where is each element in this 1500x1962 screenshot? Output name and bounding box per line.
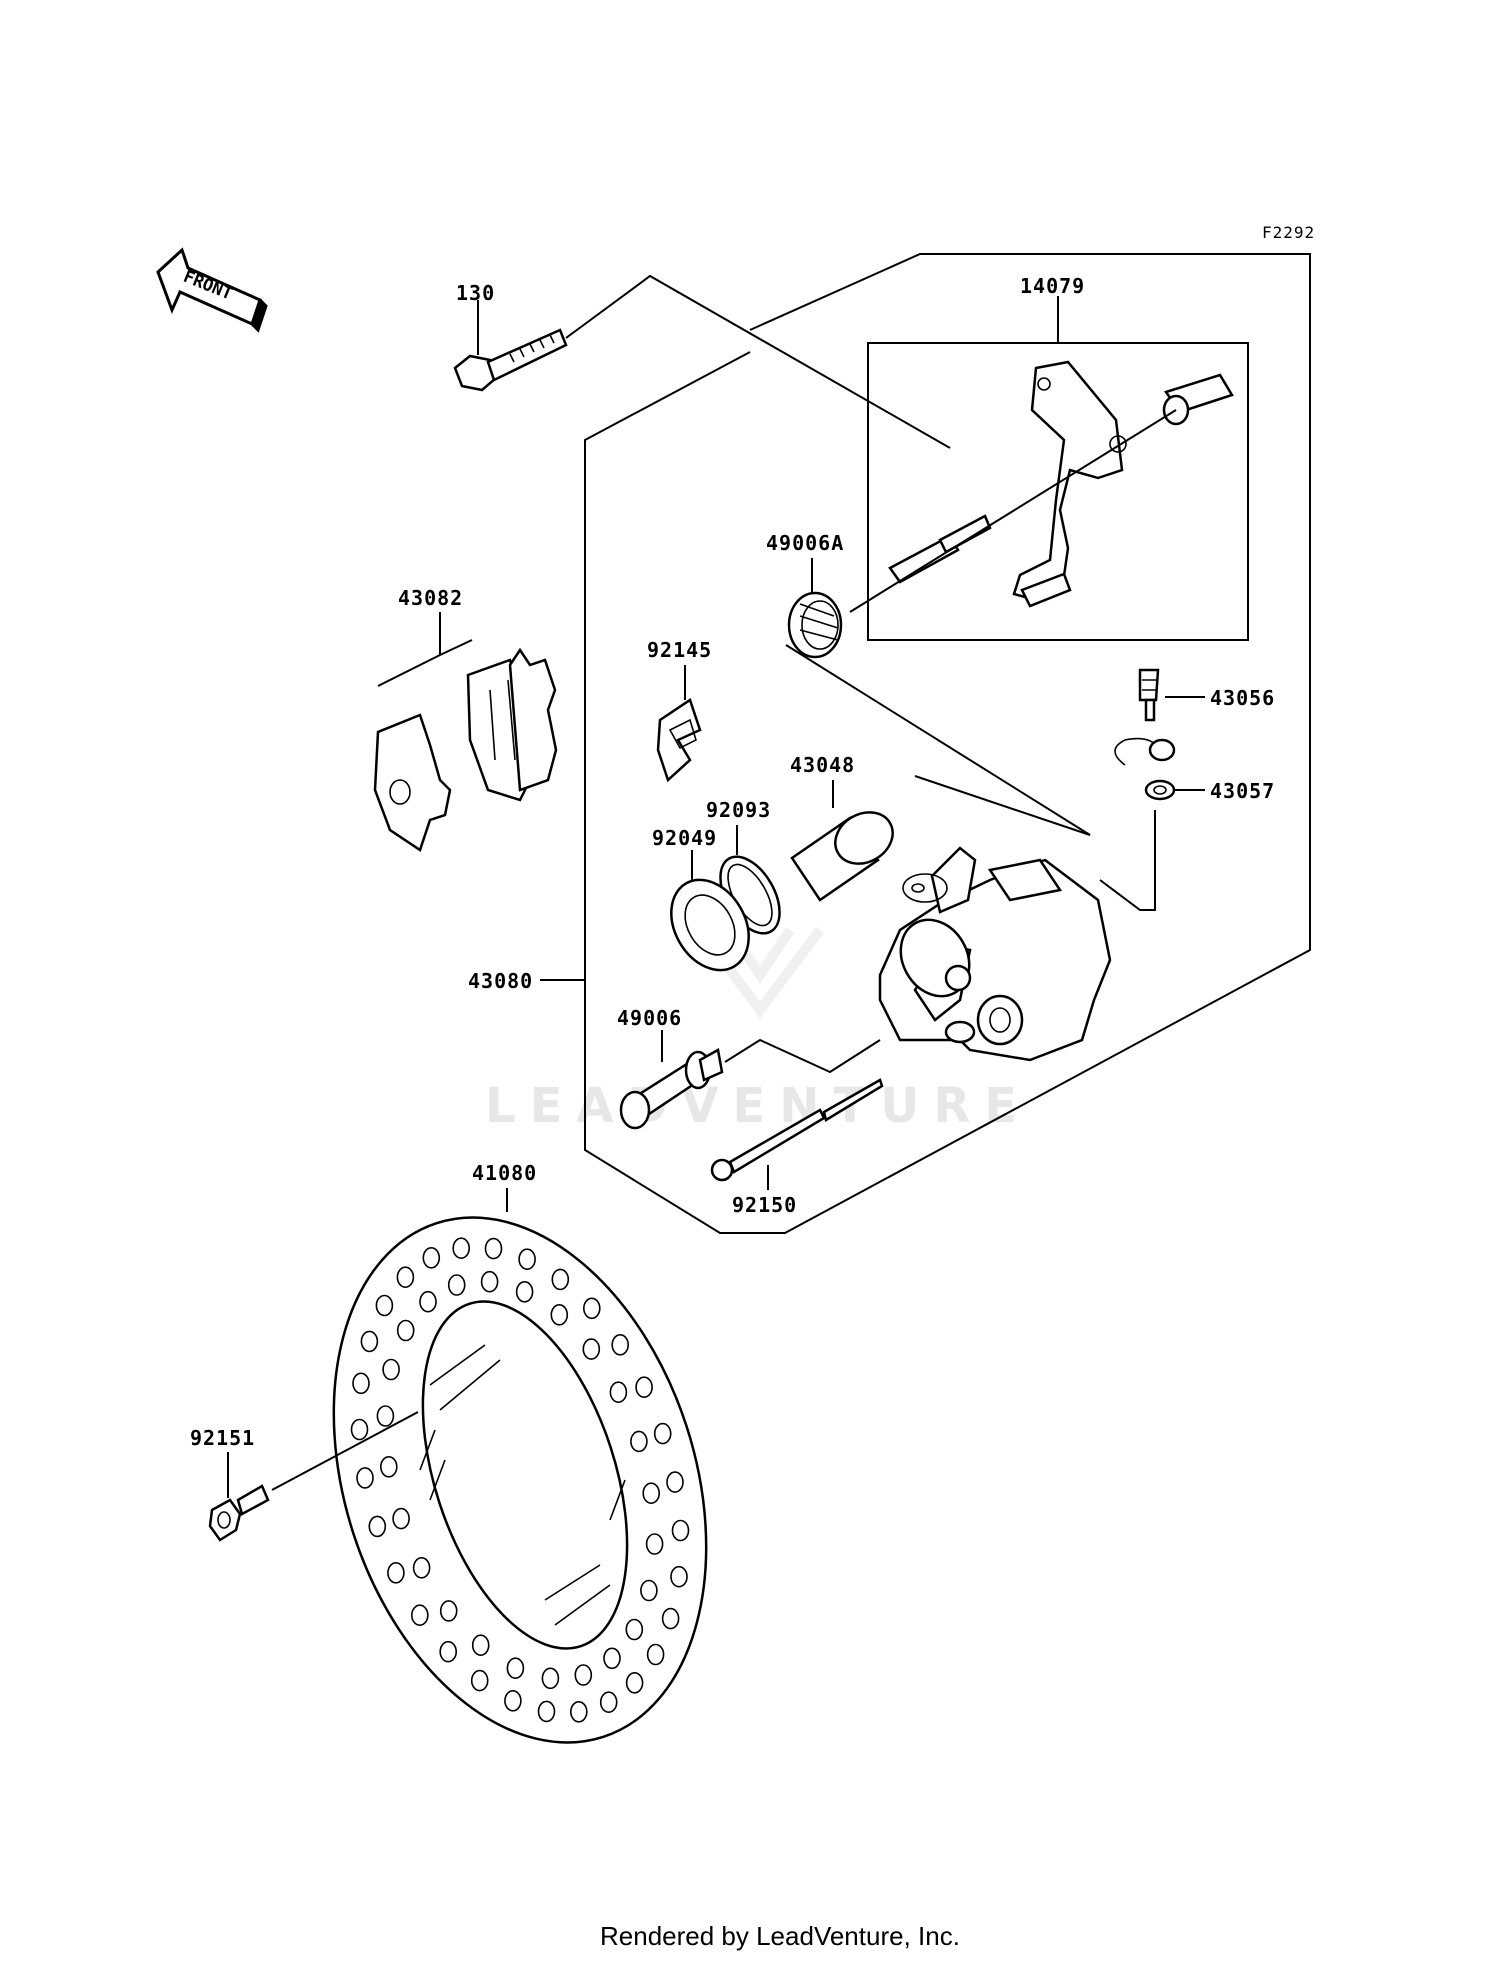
disc-hole [541,1667,560,1690]
disc-hole [582,1338,601,1360]
footer-credit: Rendered by LeadVenture, Inc. [600,1921,960,1951]
disc-hole [506,1657,525,1679]
disc-hole [625,1618,644,1641]
boot-49006A [787,558,843,659]
disc-hole [611,1334,630,1356]
disc-hole [630,1430,648,1453]
pin-92150 [710,1078,884,1190]
disc-hole [410,1604,429,1626]
disc-hole [471,1634,490,1656]
disc-hole [376,1405,395,1427]
disc-hole [360,1330,379,1353]
disc-hole [569,1701,588,1723]
disc-hole [653,1422,672,1445]
disc-hole [645,1533,664,1555]
disc-hole [609,1381,628,1403]
disc-hole [447,1274,466,1296]
caliper-bracket [888,360,1234,608]
disc-hole [625,1672,644,1694]
label-41080: 41080 [472,1161,537,1185]
bolt-130 [453,300,568,392]
label-92145: 92145 [647,638,712,662]
seal-92049 [670,850,750,972]
label-14079: 14079 [1020,274,1085,298]
disc-hole [412,1557,431,1579]
disc-hole [439,1640,458,1663]
disc-hole [375,1294,394,1317]
label-130: 130 [456,281,495,305]
bleeder-43056 [1138,668,1205,722]
bolt-92151 [208,1452,270,1542]
disc-hole [537,1700,556,1723]
disc-hole [550,1304,569,1326]
watermark-text: LEADVENTURE [485,1078,1031,1134]
disc-hole [470,1669,489,1692]
disc-hole [422,1247,441,1269]
disc-hole [574,1664,593,1686]
disc-hole [582,1297,601,1320]
cap-43057 [1114,737,1205,801]
disc-hole [350,1418,369,1441]
disc-hole [452,1237,471,1259]
disc-hole [387,1562,405,1584]
label-92049: 92049 [652,826,717,850]
disc-hole [671,1519,690,1542]
disc-hole [670,1565,688,1588]
disc-hole [396,1266,415,1288]
caliper-body [878,846,1112,1062]
brake-pads-43082 [373,612,558,852]
disc-hole [640,1579,658,1602]
disc-hole [666,1471,684,1493]
disc-hole [484,1237,503,1260]
label-43057: 43057 [1210,779,1275,803]
disc-hole [646,1643,665,1666]
disc-hole [439,1600,458,1622]
pad-spring-92145 [656,665,702,783]
caliper-assembly-outline [584,253,1311,1234]
label-43048: 43048 [790,753,855,777]
piston-43048 [790,780,894,902]
pin-49006 [619,1030,724,1130]
disc-hole [661,1607,680,1630]
disc-hole [635,1376,653,1398]
label-92151: 92151 [190,1426,255,1450]
disc-hole [480,1270,499,1293]
disc-hole [603,1647,621,1670]
diagram-id: F2292 [1262,223,1315,242]
disc-hole [356,1467,374,1489]
disc-hole [382,1358,400,1381]
brake-disc-holes [350,1237,690,1723]
disc-hole [518,1248,536,1270]
disc-hole [419,1290,437,1313]
label-43082: 43082 [398,586,463,610]
label-43080: 43080 [468,969,533,993]
disc-hole [352,1372,370,1395]
front-arrow-icon: FRONT [156,247,268,333]
disc-hole [599,1691,618,1713]
label-92150: 92150 [732,1193,797,1217]
disc-hole [368,1515,387,1538]
disc-hole [642,1482,661,1504]
disc-hole [396,1319,415,1342]
disc-hole [551,1268,570,1291]
disc-hole [515,1281,534,1303]
disc-hole [392,1507,410,1530]
label-43056: 43056 [1210,686,1275,710]
disc-hole [504,1690,522,1712]
label-49006: 49006 [617,1006,682,1030]
label-49006A: 49006A [766,531,844,555]
disc-hole [379,1456,398,1478]
label-92093: 92093 [706,798,771,822]
